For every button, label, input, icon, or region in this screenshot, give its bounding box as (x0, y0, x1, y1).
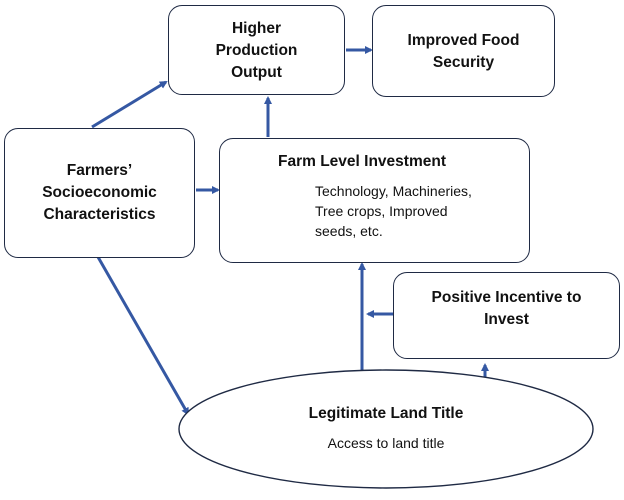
farm-investment-box: Farm Level Investment Technology, Machin… (219, 138, 530, 263)
farm-investment-detail-1: Technology, Machineries, (315, 183, 472, 199)
farm-investment-detail-2: Tree crops, Improved (315, 203, 448, 219)
positive-incentive-line-1: Positive Incentive to (431, 289, 582, 306)
land-title-ellipse (178, 369, 594, 489)
farmers-line-3: Characteristics (43, 206, 156, 223)
arrow-farmers-to-production (91, 80, 168, 129)
land-title-subtitle: Access to land title (328, 435, 445, 451)
positive-incentive-box: Positive Incentive to Invest (393, 272, 620, 359)
farmers-line-2: Socioeconomic (42, 184, 157, 201)
improved-food-security-box: Improved Food Security (372, 5, 555, 97)
arrow-farmers-to-land-title (96, 256, 190, 416)
positive-incentive-line-2: Invest (484, 311, 529, 328)
farm-investment-detail-3: seeds, etc. (315, 223, 383, 239)
higher-production-line-1: Higher (231, 20, 282, 37)
improved-food-line-2: Security (432, 54, 495, 71)
farmers-line-1: Farmers’ (66, 162, 133, 179)
farm-investment-title: Farm Level Investment (278, 153, 446, 170)
higher-production-line-2: Production (215, 42, 298, 59)
land-title-title: Legitimate Land Title (309, 405, 464, 422)
farmers-characteristics-box: Farmers’ Socioeconomic Characteristics (4, 128, 195, 258)
improved-food-line-1: Improved Food (407, 32, 520, 49)
higher-production-line-3: Output (231, 64, 282, 81)
higher-production-box: Higher Production Output (168, 5, 345, 95)
